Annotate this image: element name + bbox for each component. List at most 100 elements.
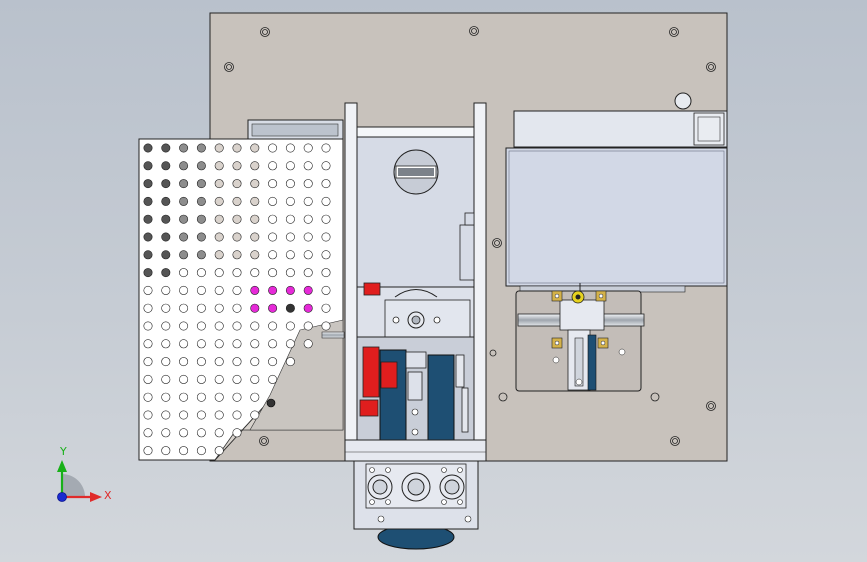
perforation-hole: [214, 214, 224, 224]
perforation-hole: [250, 374, 260, 384]
perforation-hole: [196, 374, 206, 384]
perforation-hole: [268, 161, 278, 171]
perforation-hole: [143, 428, 153, 438]
perforation-hole: [232, 250, 242, 260]
perforation-hole: [214, 339, 224, 349]
perforation-hole: [232, 285, 242, 295]
perforation-hole: [161, 214, 171, 224]
perforation-hole: [285, 268, 295, 278]
perforation-hole: [196, 321, 206, 331]
perforation-hole: [143, 179, 153, 189]
perforation-hole: [250, 339, 260, 349]
perforation-hole: [196, 179, 206, 189]
mounting-hole: [492, 238, 502, 248]
perforation-hole: [161, 428, 171, 438]
perforation-hole: [232, 410, 242, 420]
perforation-hole: [268, 250, 278, 260]
perforation-hole: [161, 374, 171, 384]
perforation-hole: [285, 285, 295, 295]
perforation-hole: [214, 268, 224, 278]
perforation-hole: [214, 161, 224, 171]
perforated-plate[interactable]: [138, 138, 345, 461]
perforation-hole: [196, 196, 206, 206]
perforation-hole: [196, 303, 206, 313]
perforation-hole: [196, 410, 206, 420]
perforation-hole: [179, 410, 189, 420]
mounting-hole: [224, 62, 234, 72]
perforation-hole: [143, 250, 153, 260]
perforation-hole: [250, 285, 260, 295]
pin: [321, 331, 345, 339]
motor-block[interactable]: [353, 460, 479, 550]
perforation-hole: [250, 196, 260, 206]
perforation-hole: [303, 214, 313, 224]
perforation-hole: [179, 374, 189, 384]
perforation-hole: [232, 268, 242, 278]
perforation-hole: [214, 179, 224, 189]
perforation-hole: [268, 214, 278, 224]
perforation-hole: [303, 303, 313, 313]
perforation-hole: [268, 374, 278, 384]
perforation-hole: [268, 196, 278, 206]
perforation-hole: [143, 446, 153, 456]
perforation-hole: [268, 357, 278, 367]
perforation-hole: [161, 339, 171, 349]
perforation-hole: [196, 357, 206, 367]
central-carriage[interactable]: [344, 102, 487, 462]
pivot-pin: [266, 398, 276, 408]
perforation-hole: [285, 196, 295, 206]
perforation-hole: [214, 250, 224, 260]
perforation-hole: [285, 357, 295, 367]
perforation-hole: [232, 321, 242, 331]
perforation-hole: [161, 303, 171, 313]
perforation-hole: [179, 250, 189, 260]
perforation-hole: [268, 303, 278, 313]
perforation-hole: [179, 339, 189, 349]
perforation-hole: [143, 339, 153, 349]
perforation-hole: [250, 268, 260, 278]
perforation-hole: [232, 374, 242, 384]
perforation-hole: [303, 250, 313, 260]
perforation-hole: [268, 179, 278, 189]
perforation-hole: [214, 143, 224, 153]
perforation-hole: [161, 268, 171, 278]
large-button: [674, 92, 692, 110]
base-plate-holes: [224, 26, 716, 446]
perforation-hole: [214, 357, 224, 367]
perforation-hole: [232, 303, 242, 313]
perforation-hole: [143, 143, 153, 153]
perforation-hole: [303, 285, 313, 295]
mounting-hole: [669, 27, 679, 37]
perforation-hole: [214, 446, 224, 456]
perforation-hole: [232, 143, 242, 153]
x-axis-label: X: [104, 489, 112, 502]
perforation-hole: [268, 143, 278, 153]
perforation-hole: [250, 232, 260, 242]
perforation-hole: [303, 268, 313, 278]
perforation-hole: [143, 410, 153, 420]
perforation-hole: [143, 285, 153, 295]
perforation-hole: [161, 196, 171, 206]
perforation-hole: [161, 321, 171, 331]
mounting-hole: [489, 349, 497, 357]
bearing: [367, 472, 465, 502]
perforation-hole: [268, 268, 278, 278]
perforation-hole: [214, 428, 224, 438]
perforation-hole: [285, 179, 295, 189]
perforation-hole: [321, 143, 331, 153]
perforation-hole: [303, 179, 313, 189]
perforation-hole: [196, 268, 206, 278]
perforation-hole: [232, 339, 242, 349]
perforation-hole: [196, 250, 206, 260]
bolt-holes: [369, 467, 472, 523]
lower-right-fixture[interactable]: [515, 283, 645, 392]
mounting-hole: [260, 27, 270, 37]
perforation-hole: [250, 143, 260, 153]
perforation-hole: [232, 232, 242, 242]
perforation-hole: [143, 161, 153, 171]
perforation-hole: [179, 357, 189, 367]
perforation-hole: [250, 179, 260, 189]
right-panel[interactable]: [505, 110, 728, 293]
perforation-hole: [285, 214, 295, 224]
